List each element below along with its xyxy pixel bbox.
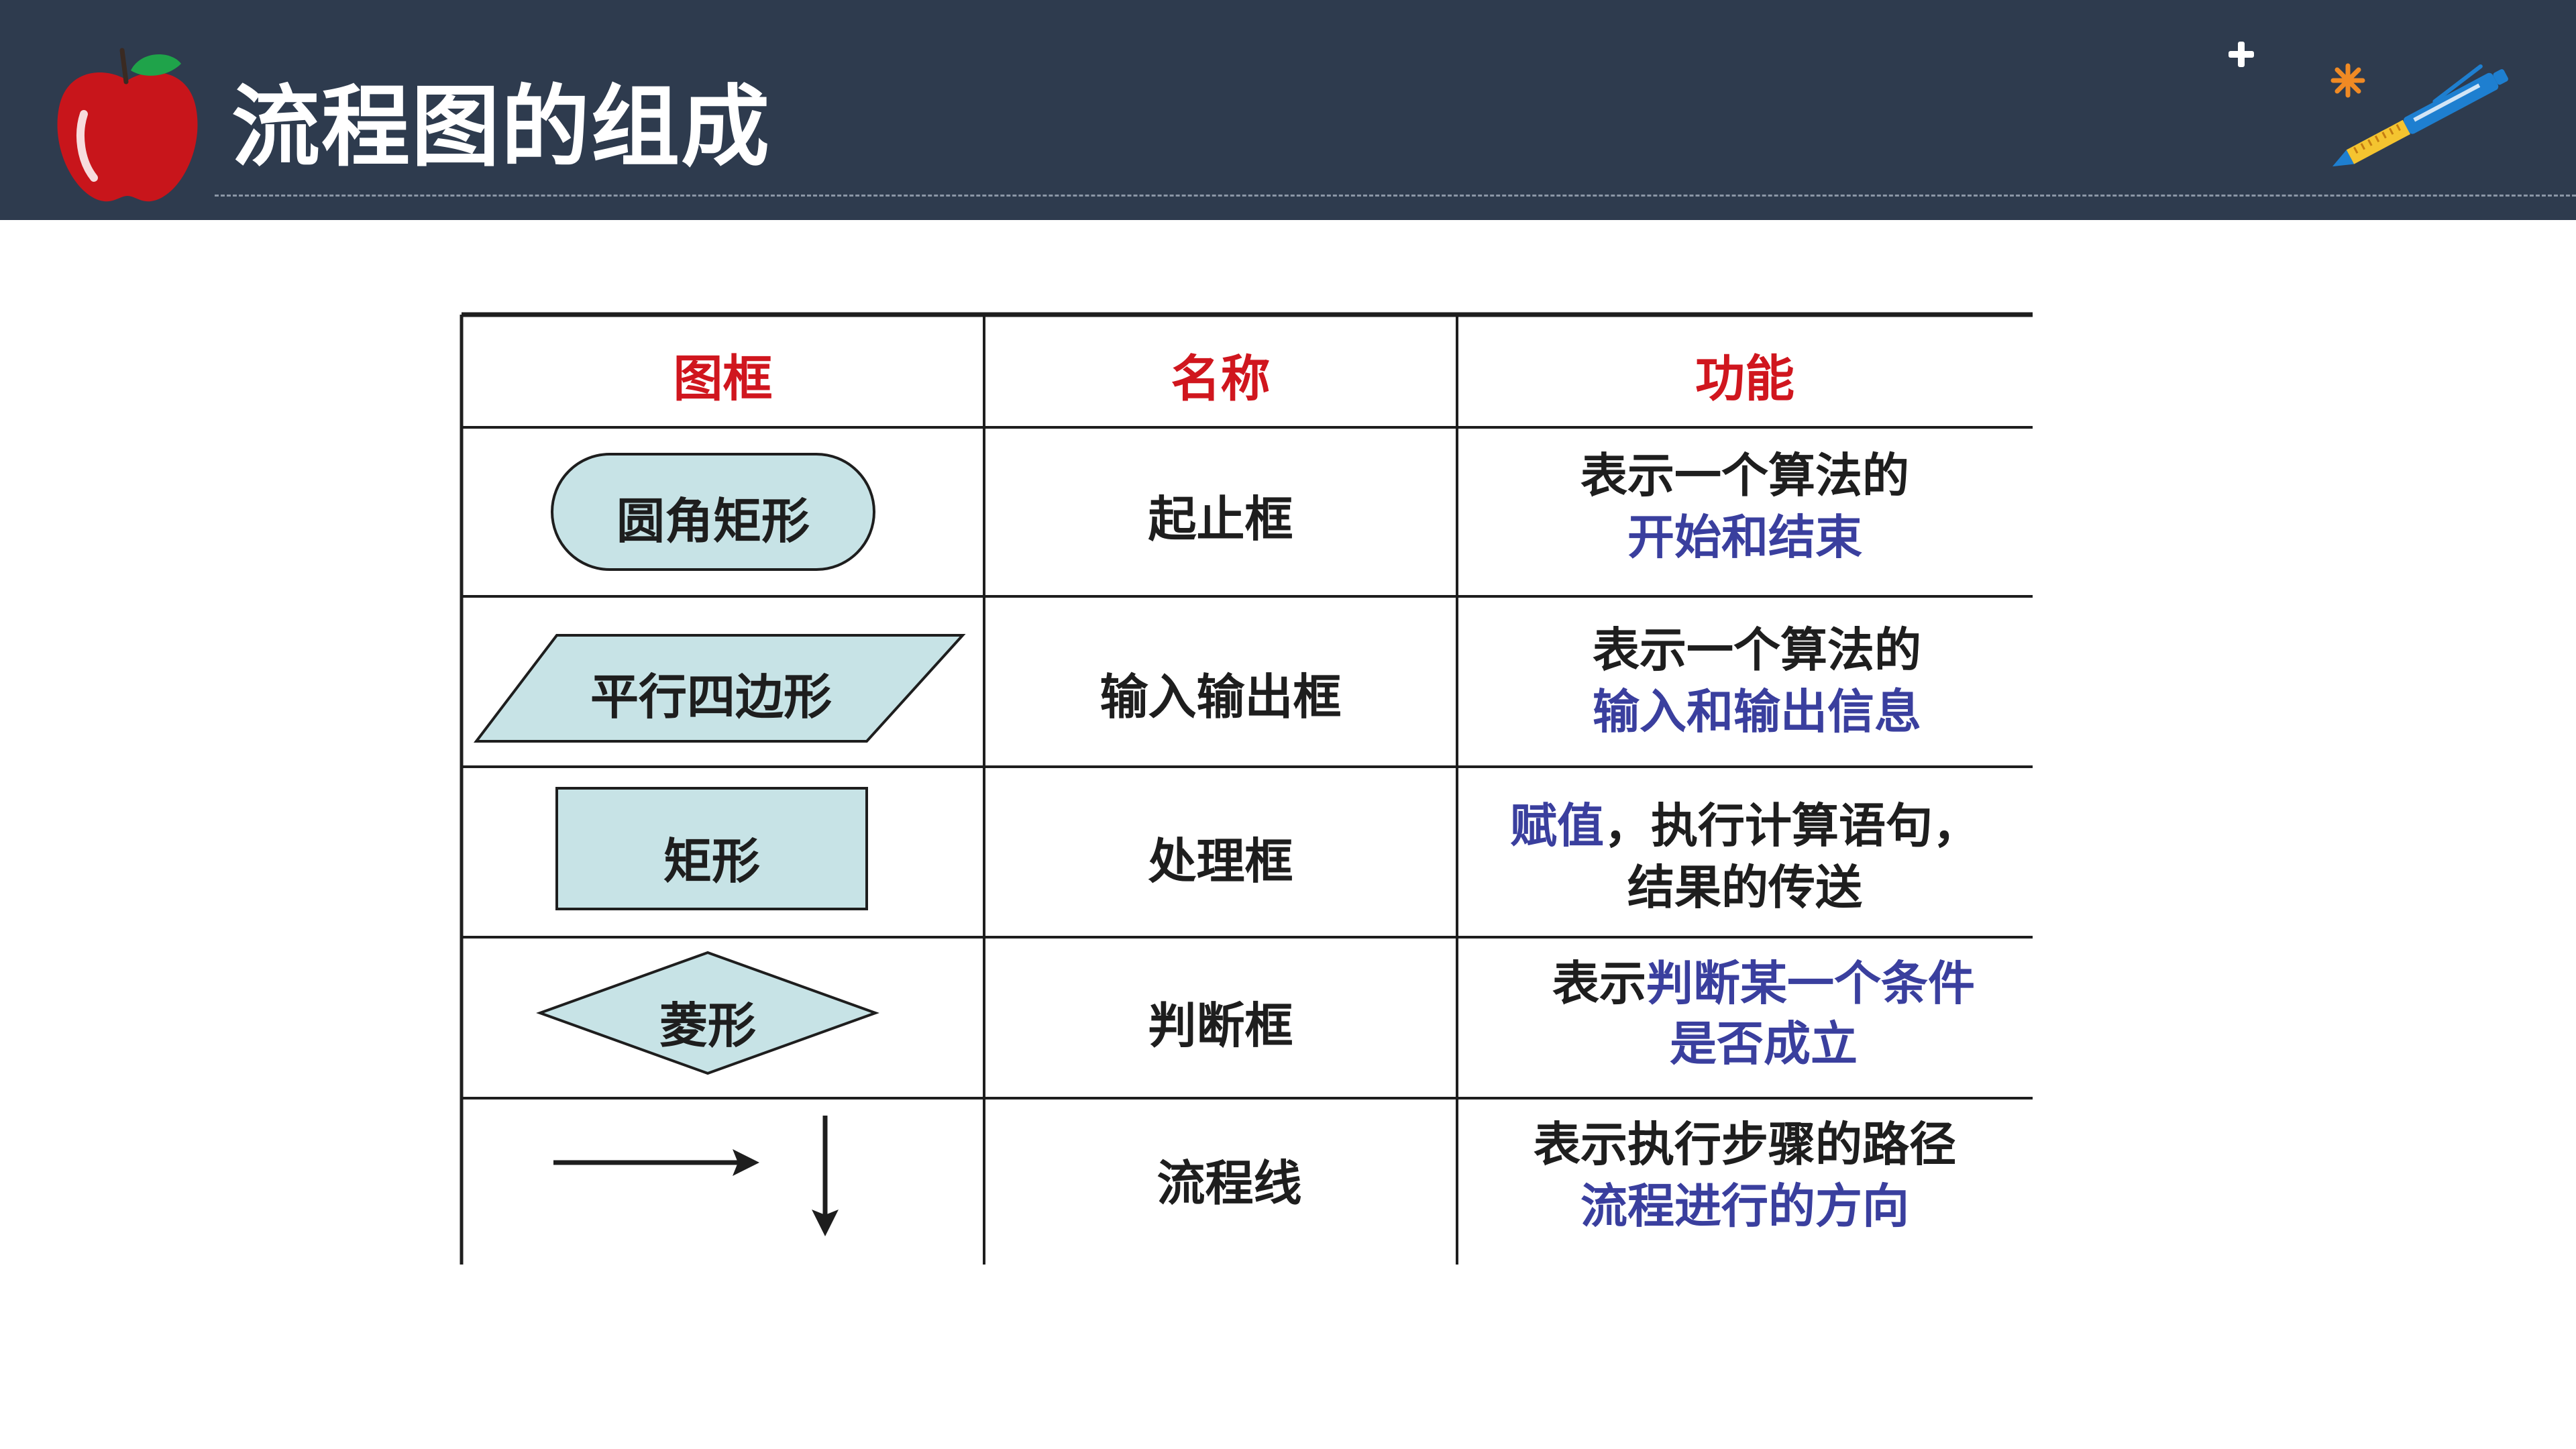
page-title: 流程图的组成 — [231, 76, 771, 179]
rounded-rect-shape — [551, 453, 875, 571]
name-terminal: 起止框 — [1148, 491, 1293, 547]
func-decision-line1: 表示判断某一个条件 — [1476, 953, 2051, 1014]
name-io: 输入输出框 — [1099, 669, 1342, 725]
header-bar: 流程图的组成 — [0, 0, 2576, 220]
header-divider — [215, 195, 2576, 197]
func-process-line2: 结果的传送 — [1627, 860, 1862, 915]
func-process-line1: 赋值，执行计算语句， — [1457, 795, 2033, 857]
func-decision-rest: 表示 — [1552, 956, 1646, 1011]
name-process: 处理框 — [1148, 833, 1293, 890]
apple-icon — [57, 48, 198, 202]
name-decision: 判断框 — [1148, 998, 1293, 1054]
func-io-line1: 表示一个算法的 — [1593, 623, 1921, 678]
shape-label-rectangle: 矩形 — [663, 833, 760, 890]
flowchart-table: 图框 名称 功能 圆角矩形 起止框 表示一个算法的 开始和结束 平行四边形 输入… — [456, 312, 2033, 1265]
func-flowline-line1: 表示执行步骤的路径 — [1534, 1117, 1956, 1172]
arrow-right-icon — [553, 1149, 759, 1176]
arrow-down-icon — [812, 1116, 839, 1236]
pen-icon — [2330, 63, 2508, 167]
header-function: 功能 — [1695, 350, 1794, 408]
func-flowline-line2: 流程进行的方向 — [1580, 1179, 1909, 1234]
func-terminal-line1: 表示一个算法的 — [1580, 448, 1909, 503]
shape-label-parallelogram: 平行四边形 — [590, 669, 832, 725]
func-decision-highlight: 判断某一个条件 — [1646, 956, 1975, 1011]
rectangle-shape — [555, 787, 868, 910]
table-grid — [460, 312, 2033, 1265]
func-process-rest: ，执行计算语句， — [1604, 798, 1980, 853]
func-decision-line2: 是否成立 — [1670, 1016, 1858, 1071]
name-flowline: 流程线 — [1157, 1155, 1302, 1212]
func-io-line2: 输入和输出信息 — [1593, 684, 1921, 739]
shape-label-rounded-rect: 圆角矩形 — [616, 493, 810, 549]
header-shape: 图框 — [673, 350, 773, 408]
parallelogram-shape — [473, 634, 966, 743]
func-process-highlight: 赋值 — [1510, 798, 1604, 853]
plus-sparkle-icon — [2229, 42, 2254, 67]
header-name: 名称 — [1171, 350, 1271, 408]
diamond-shape — [536, 951, 879, 1075]
func-terminal-line2: 开始和结束 — [1627, 510, 1862, 565]
shape-label-diamond: 菱形 — [659, 998, 756, 1054]
